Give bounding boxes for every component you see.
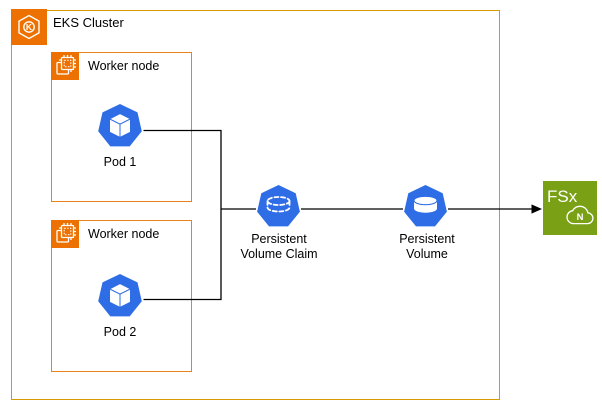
worker-node-1-label: Worker node — [88, 59, 160, 73]
ec2-instance-icon — [51, 220, 79, 248]
persistent-volume-icon — [403, 184, 448, 229]
persistent-volume-label: Persistent Volume — [362, 232, 492, 261]
pod-1-label: Pod 1 — [103, 155, 137, 169]
eks-cluster-group — [11, 10, 500, 400]
pod-2-icon — [97, 273, 143, 319]
pv-label-line2: Volume — [406, 246, 448, 261]
worker-node-1-group — [51, 52, 192, 202]
eks-k-letter: K — [26, 22, 33, 32]
pv-label-line1: Persistent — [399, 232, 455, 246]
persistent-volume-claim-label: Persistent Volume Claim — [214, 232, 344, 261]
fsx-text: FSx — [547, 187, 578, 206]
ec2-instance-icon — [51, 52, 79, 80]
eks-cluster-label: EKS Cluster — [53, 15, 124, 30]
fsx-cloud-letter: N — [577, 212, 584, 223]
pvc-label-line2: Volume Claim — [240, 246, 318, 261]
pod-2-label: Pod 2 — [103, 325, 137, 339]
worker-node-2-label: Worker node — [88, 227, 160, 241]
pod-1-icon — [97, 103, 143, 149]
fsx-netapp-ontap-icon: FSx N — [543, 181, 597, 235]
pvc-label-line1: Persistent — [251, 232, 307, 246]
eks-cluster-icon: K — [11, 9, 47, 45]
arrowhead-icon — [531, 204, 542, 214]
persistent-volume-claim-icon — [256, 184, 301, 229]
